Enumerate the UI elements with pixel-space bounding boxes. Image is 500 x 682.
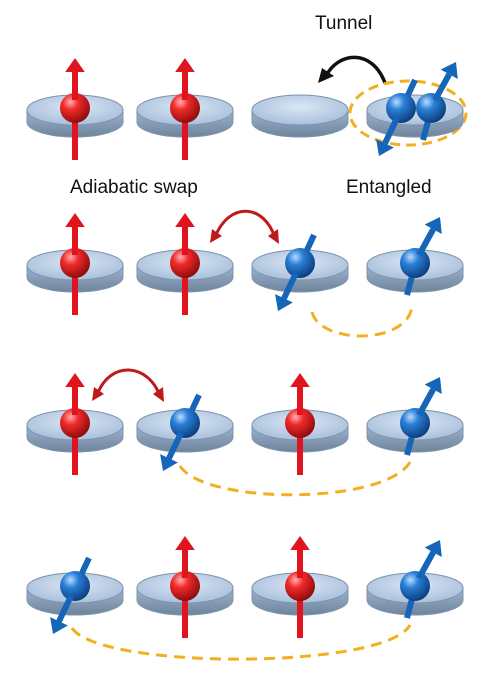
tunnel-label: Tunnel [315, 13, 372, 34]
spin-blue-up-sphere [400, 248, 430, 278]
swap-arrow-row2 [213, 209, 277, 239]
spin-red-up-sphere [170, 571, 200, 601]
quantum-dot-r1-c1 [26, 58, 124, 160]
quantum-dot-r2-c2 [136, 213, 234, 315]
spin-red-up-arrow-head [65, 373, 85, 387]
spin-red-up-sphere [60, 93, 90, 123]
spin-pair-right-arrow-shaft [432, 72, 452, 102]
spin-blue-up-arrow-shaft [416, 227, 436, 257]
swap-arrow-row3 [95, 368, 162, 397]
spin-pair-left-arrow-head [376, 139, 394, 156]
quantum-dot-r2-c1 [26, 213, 124, 315]
quantum-dots-layer [26, 58, 464, 638]
quantum-dot-r4-c1 [26, 556, 124, 634]
spin-pair-left-arrow-shaft [382, 116, 400, 145]
quantum-dot-r1-c2 [136, 58, 234, 160]
quantum-dot-r4-c4 [366, 540, 464, 619]
spin-red-up-sphere [285, 571, 315, 601]
spin-blue-down-arrow-head [275, 294, 293, 311]
dot-disk-top [251, 94, 349, 126]
spin-blue-down-arrow-head [160, 454, 178, 471]
spin-pair-right-sphere [416, 93, 446, 123]
spin-red-up-arrow-head [175, 213, 195, 227]
spin-red-up-sphere [60, 248, 90, 278]
swap-label: Adiabatic swap [70, 177, 198, 198]
spin-blue-down-sphere [60, 571, 90, 601]
tunnel-arrow [324, 55, 387, 84]
spin-red-up-arrow-head [65, 58, 85, 72]
spin-blue-up-arrow-shaft [416, 550, 436, 580]
spin-red-up-arrow-head [65, 213, 85, 227]
quantum-dot-r2-c3 [251, 233, 349, 311]
spin-red-up-arrow-head [290, 536, 310, 550]
spin-red-up-arrow-head [290, 373, 310, 387]
spin-blue-up-arrow-head [424, 217, 442, 234]
swap-arrowhead-left-row3 [92, 387, 104, 401]
entanglement-link-row2 [310, 304, 414, 338]
quantum-dot-r3-c2 [136, 393, 234, 471]
spin-pair-left-sphere [386, 93, 416, 123]
entanglement-link-row4 [70, 624, 412, 661]
swap-arrowhead-right-row3 [153, 387, 164, 402]
spin-pair-right-arrow-head [440, 62, 458, 79]
entanglement-link-row3 [178, 461, 412, 497]
spin-blue-up-sphere [400, 408, 430, 438]
spin-blue-down-arrow-shaft [166, 431, 184, 460]
quantum-dot-r3-c4 [366, 377, 464, 456]
entangled-label: Entangled [346, 177, 432, 198]
spin-blue-down-arrow-shaft [56, 594, 74, 623]
spin-red-up-sphere [285, 408, 315, 438]
spin-blue-up-arrow-head [424, 377, 442, 394]
spin-red-up-sphere [170, 93, 200, 123]
swap-arrowhead-right-row2 [268, 229, 279, 244]
quantum-dot-r3-c1 [26, 373, 124, 475]
spin-blue-down-arrow-shaft [281, 271, 299, 300]
spin-blue-down-arrow-head [50, 617, 68, 634]
quantum-dot-r1-c4 [366, 62, 464, 156]
tunnel-arrowhead [318, 68, 334, 83]
spin-red-up-arrow-head [175, 58, 195, 72]
spin-blue-down-sphere [170, 408, 200, 438]
entanglement-ring [348, 79, 468, 147]
spin-red-up-sphere [60, 408, 90, 438]
spin-blue-up-arrow-head [424, 540, 442, 557]
quantum-dot-r4-c2 [136, 536, 234, 638]
spin-blue-up-sphere [400, 571, 430, 601]
swap-arrowhead-left-row2 [210, 229, 222, 243]
spin-blue-down-sphere [285, 248, 315, 278]
quantum-dot-r3-c3 [251, 373, 349, 475]
spin-red-up-sphere [170, 248, 200, 278]
spin-red-up-arrow-head [175, 536, 195, 550]
spin-blue-up-arrow-shaft [416, 387, 436, 417]
quantum-dot-r4-c3 [251, 536, 349, 638]
quantum-dot-r2-c4 [366, 217, 464, 296]
quantum-dot-r1-c3 [251, 94, 349, 138]
